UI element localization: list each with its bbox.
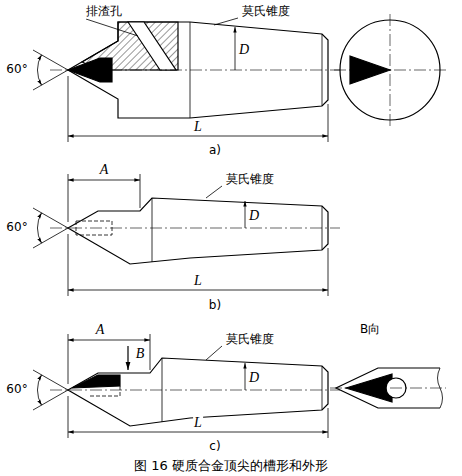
dimension: L xyxy=(193,415,203,430)
figure-label: a) xyxy=(208,144,222,157)
dimension: D xyxy=(248,208,260,223)
view-label: B xyxy=(135,346,146,361)
dimension: A xyxy=(99,162,110,177)
dimension: A xyxy=(95,322,106,337)
figure-label: c) xyxy=(208,440,221,453)
dimension: L xyxy=(193,119,203,134)
figure-label: b) xyxy=(208,299,222,312)
angle-dimension: 60° xyxy=(5,383,28,396)
dimension: L xyxy=(193,273,203,288)
view-label: B向 xyxy=(359,323,381,336)
part-name: 莫氏锥度 xyxy=(225,173,275,186)
figure-caption: 图 16 硬质合金顶尖的槽形和外形 xyxy=(133,459,329,473)
angle-dimension: 60° xyxy=(5,63,28,76)
center-outline xyxy=(68,198,328,264)
part-name: 排渣孔 xyxy=(85,5,123,18)
part-name: 莫氏锥度 xyxy=(241,5,291,18)
dimension: D xyxy=(248,370,260,385)
part-name: 莫氏锥度 xyxy=(225,333,275,346)
angle-dimension: 60° xyxy=(5,221,28,234)
dimension: D xyxy=(238,42,250,57)
chip-hole xyxy=(128,22,176,70)
carbide-insert xyxy=(72,375,120,388)
